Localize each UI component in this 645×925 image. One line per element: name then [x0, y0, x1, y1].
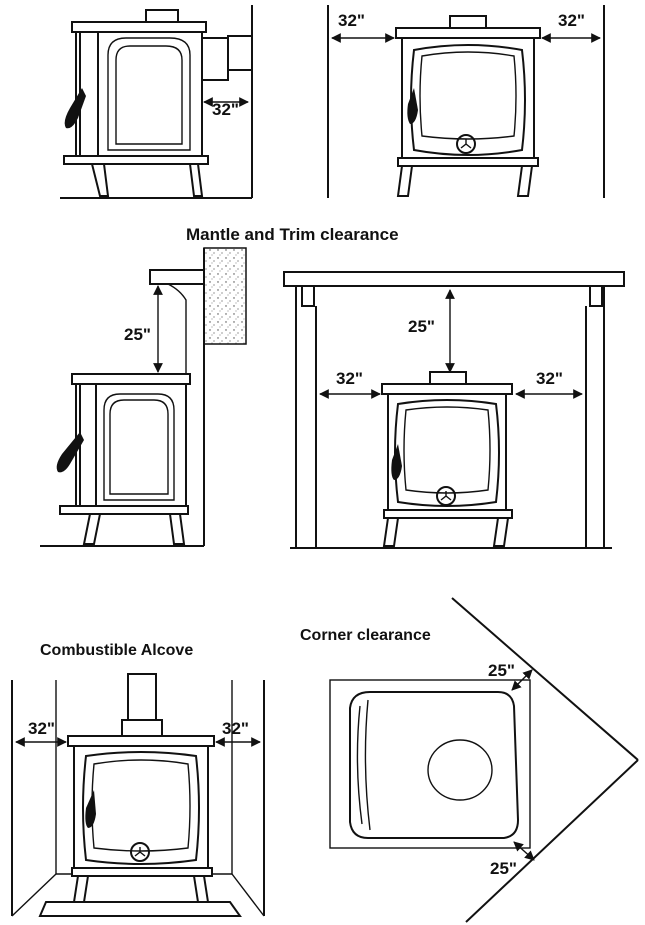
alcove-right-label: 32": [222, 719, 249, 738]
alcove-view: 32" 32": [11, 673, 265, 917]
front-left-label: 32": [338, 11, 365, 30]
alcove-left-label: 32": [28, 719, 55, 738]
alcove-title: Combustible Alcove: [40, 642, 193, 659]
front-right-label: 32": [558, 11, 585, 30]
mantle-front-view: 25" 32" 32": [283, 271, 625, 549]
side-view-rear-clearance: 32": [60, 5, 253, 199]
corner-view: 25" 25": [329, 597, 639, 923]
mantle-side-view: 25": [40, 247, 247, 547]
mantle-front-right-label: 32": [536, 369, 563, 388]
mantle-trim-title: Mantle and Trim clearance: [186, 225, 399, 244]
front-view-side-clearance: 32" 32": [327, 5, 605, 198]
corner-title: Corner clearance: [300, 627, 431, 644]
corner-top-label: 25": [488, 661, 515, 680]
mantle-side-height-label: 25": [124, 325, 151, 344]
corner-bottom-label: 25": [490, 859, 517, 878]
mantle-front-height-label: 25": [408, 317, 435, 336]
side-rear-label: 32": [212, 100, 239, 119]
mantle-front-left-label: 32": [336, 369, 363, 388]
